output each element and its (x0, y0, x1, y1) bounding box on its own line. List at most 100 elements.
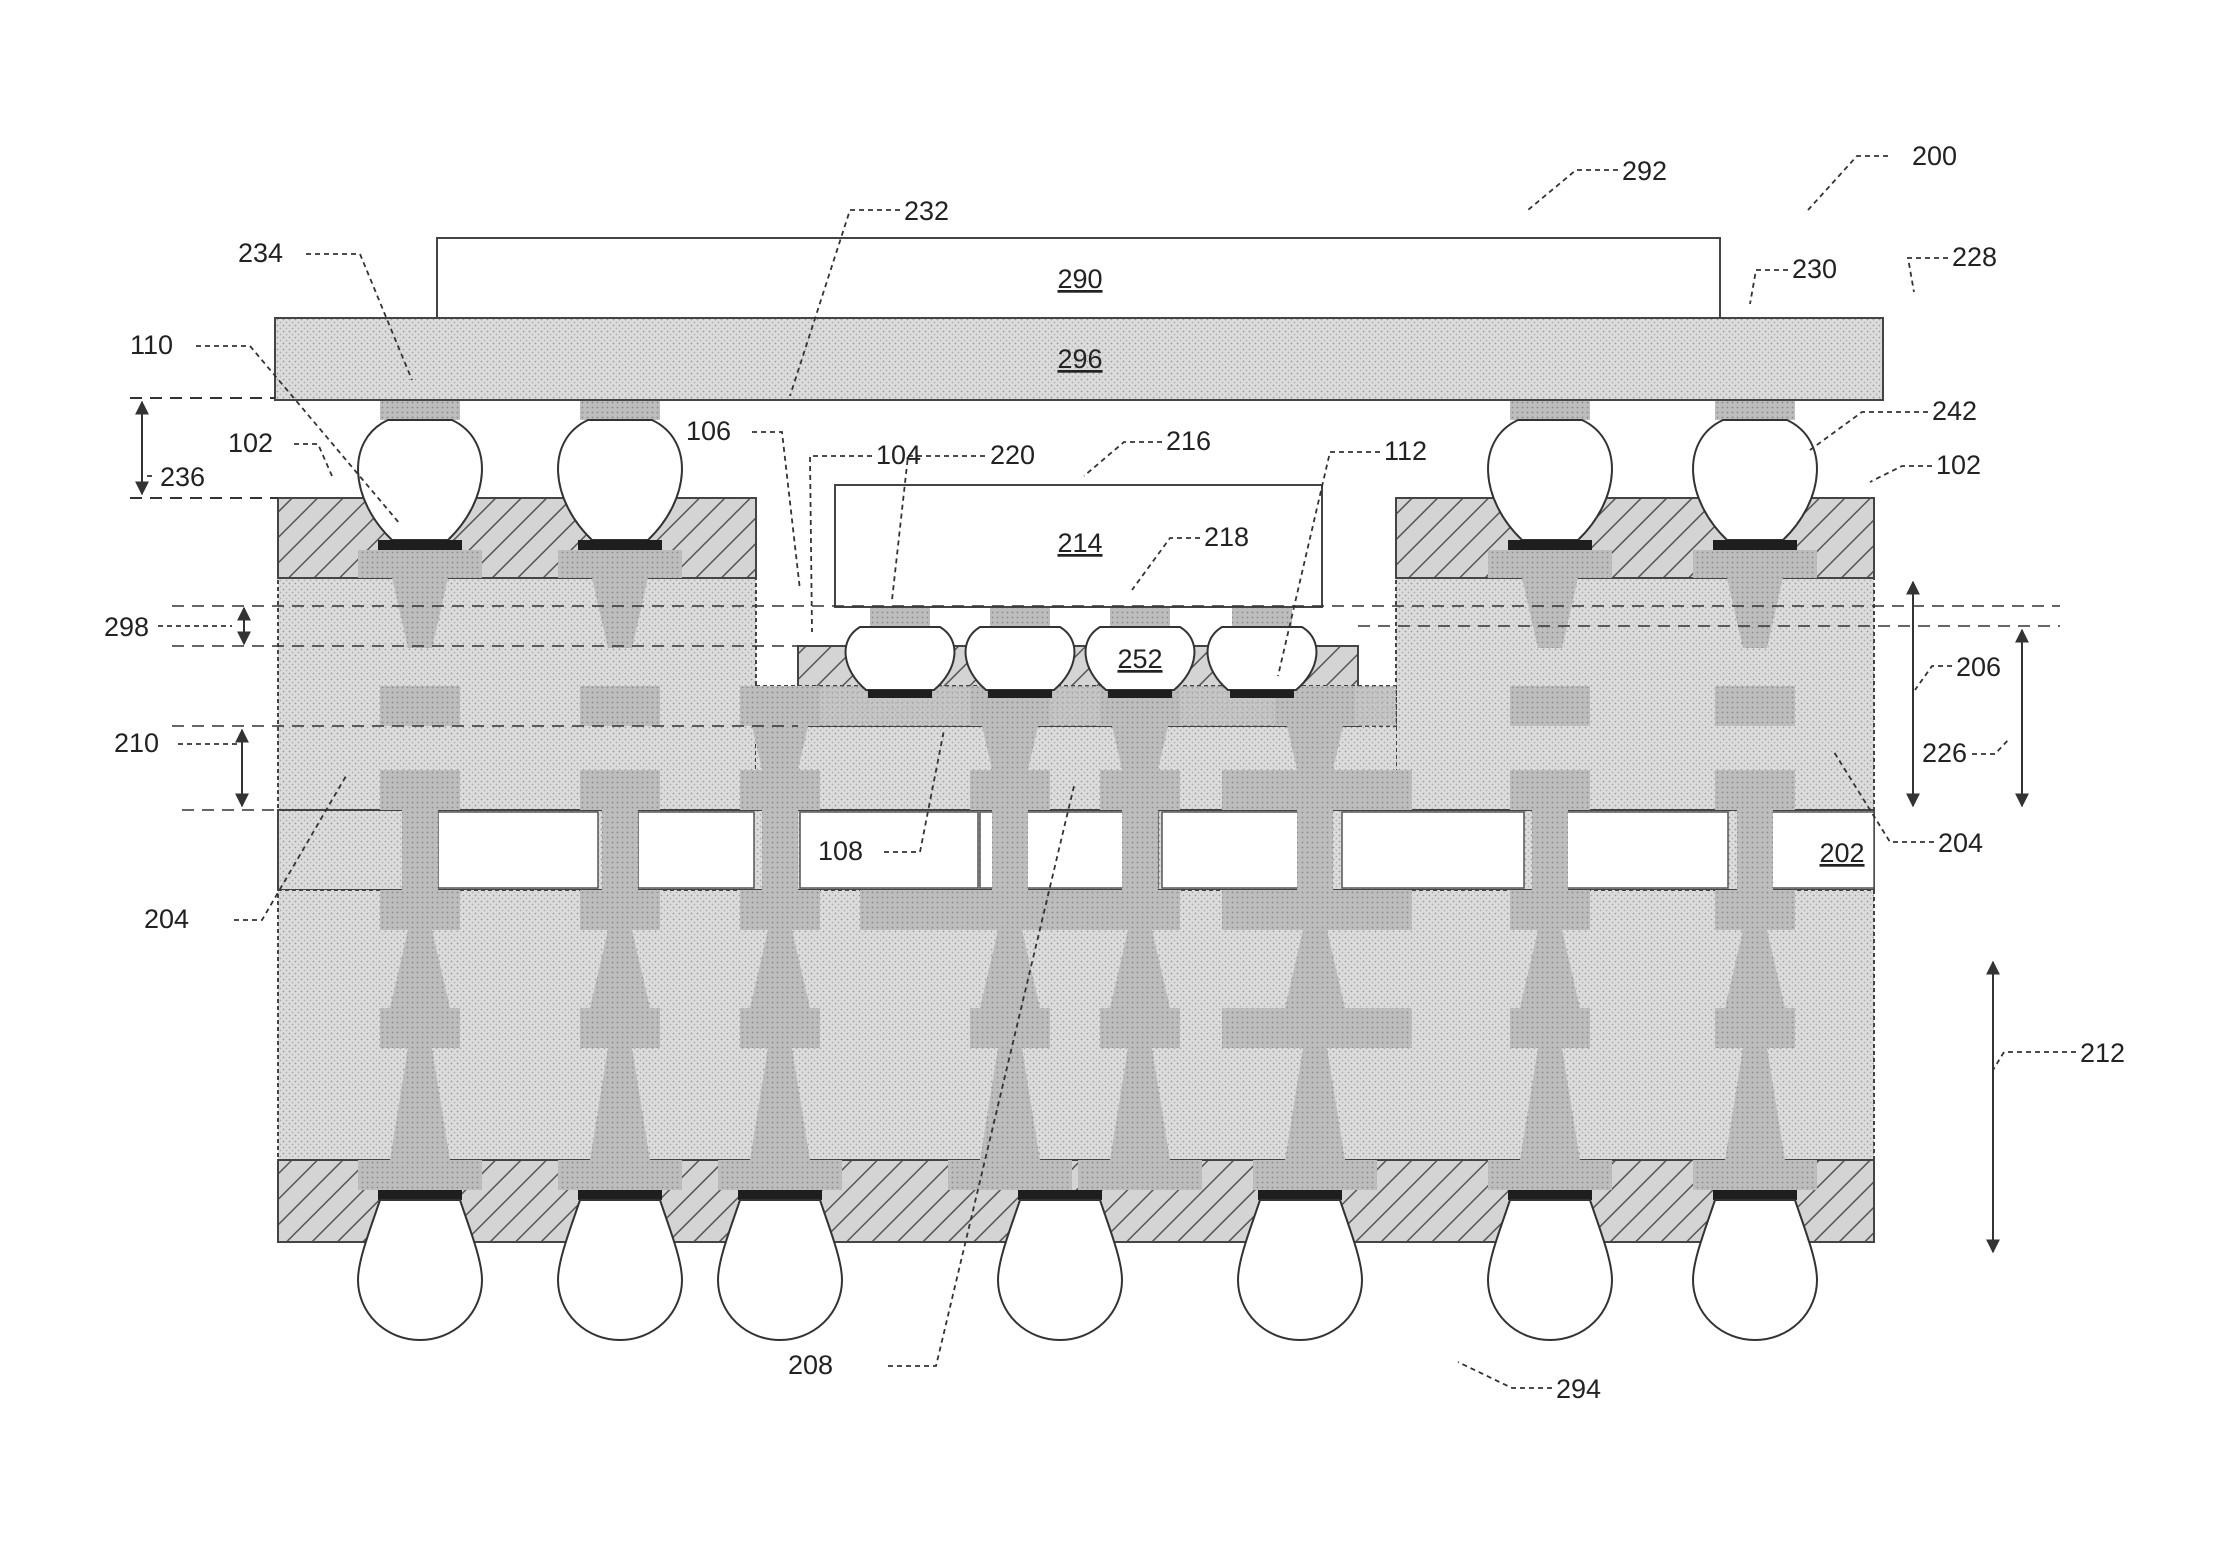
interposer-pad (1715, 400, 1795, 420)
leader-212 (1993, 1052, 2076, 1070)
core-opening (638, 812, 754, 888)
bottom-pad (1078, 1160, 1202, 1190)
die-pad (990, 607, 1050, 627)
leader-200 (1808, 156, 1888, 210)
micro-bump (1208, 627, 1317, 690)
core-opening (1342, 812, 1524, 888)
ref-206: 206 (1956, 652, 2001, 682)
land-pad (1715, 770, 1795, 810)
die-pad (1232, 607, 1292, 627)
bottom-pad (948, 1160, 1072, 1190)
ref-210: 210 (114, 728, 159, 758)
top-pad (1488, 550, 1612, 578)
land-pad (580, 1008, 660, 1048)
die-pad (1110, 607, 1170, 627)
pad-finish (988, 690, 1052, 698)
micro-bump (846, 627, 955, 690)
ref-204a: 204 (144, 904, 189, 934)
land-pad (380, 1008, 460, 1048)
ref-108: 108 (818, 836, 863, 866)
land-pad (380, 770, 460, 810)
leader-102b (1870, 466, 1932, 482)
land-pad (740, 1008, 820, 1048)
solder-ball (558, 1200, 682, 1340)
land-pad (740, 770, 820, 810)
ref-102a: 102 (228, 428, 273, 458)
bottom-pad (718, 1160, 842, 1190)
ref-112: 112 (1384, 436, 1427, 466)
pad-finish (378, 540, 462, 550)
solder-bump (1693, 420, 1817, 540)
land-pad (1100, 770, 1180, 810)
land-pad (970, 770, 1050, 810)
ref-204b: 204 (1938, 828, 1983, 858)
bridge-trace (756, 686, 1396, 726)
pad-finish (1508, 1190, 1592, 1200)
ref-200: 200 (1912, 141, 1957, 171)
trace (1222, 890, 1412, 930)
land-pad (1715, 890, 1795, 930)
ref-102b: 102 (1936, 450, 1981, 480)
ref-218: 218 (1204, 522, 1249, 552)
leader-294 (1458, 1362, 1552, 1388)
bottom-pad (558, 1160, 682, 1190)
trace (860, 890, 1160, 930)
trace (1222, 1008, 1412, 1048)
pad-finish (1713, 540, 1797, 550)
lower-buildup (278, 890, 1874, 1160)
bottom-pad (1693, 1160, 1817, 1190)
land-pad (580, 890, 660, 930)
label-die: 214 (1057, 528, 1102, 558)
label-core: 202 (1819, 838, 1864, 868)
micro-bump (966, 627, 1075, 690)
land-pad (1715, 686, 1795, 726)
leader-292 (1528, 170, 1618, 210)
die-pad (870, 607, 930, 627)
pad-finish (1508, 540, 1592, 550)
land-pad (380, 686, 460, 726)
solder-ball (1238, 1200, 1362, 1340)
land-pad (740, 890, 820, 930)
ref-236: 236 (160, 462, 205, 492)
top-pad (558, 550, 682, 578)
solder-bump (1488, 420, 1612, 540)
land-pad (1510, 1008, 1590, 1048)
solder-ball (1488, 1200, 1612, 1340)
top-solder-resist-left (278, 498, 756, 578)
ref-226: 226 (1922, 738, 1967, 768)
leader-228 (1908, 258, 1948, 292)
bottom-pad (1488, 1160, 1612, 1190)
top-pad (1693, 550, 1817, 578)
solder-ball (998, 1200, 1122, 1340)
ref-208: 208 (788, 1350, 833, 1380)
ref-228: 228 (1952, 242, 1997, 272)
land-pad (1510, 770, 1590, 810)
core-opening (438, 812, 598, 888)
upper-buildup-right (1396, 578, 1874, 810)
label-interposer: 296 (1057, 344, 1102, 374)
ref-216: 216 (1166, 426, 1211, 456)
ref-212: 212 (2080, 1038, 2125, 1068)
bottom-pad (358, 1160, 482, 1190)
leader-216 (1084, 442, 1162, 476)
ref-234: 234 (238, 238, 283, 268)
land-pad (970, 1008, 1050, 1048)
ref-292: 292 (1622, 156, 1667, 186)
pad-finish (578, 1190, 662, 1200)
ref-110: 110 (130, 330, 173, 360)
ref-230: 230 (1792, 254, 1837, 284)
bottom-pad (1253, 1160, 1377, 1190)
solder-ball (718, 1200, 842, 1340)
ref-220: 220 (990, 440, 1035, 470)
ref-298: 298 (104, 612, 149, 642)
leader-206 (1915, 666, 1952, 690)
ref-232: 232 (904, 196, 949, 226)
ref-106: 106 (686, 416, 731, 446)
leader-102a (294, 444, 332, 476)
leader-242 (1810, 412, 1928, 450)
pad-finish (378, 1190, 462, 1200)
land-pad (1100, 1008, 1180, 1048)
leader-226 (1972, 738, 2010, 754)
